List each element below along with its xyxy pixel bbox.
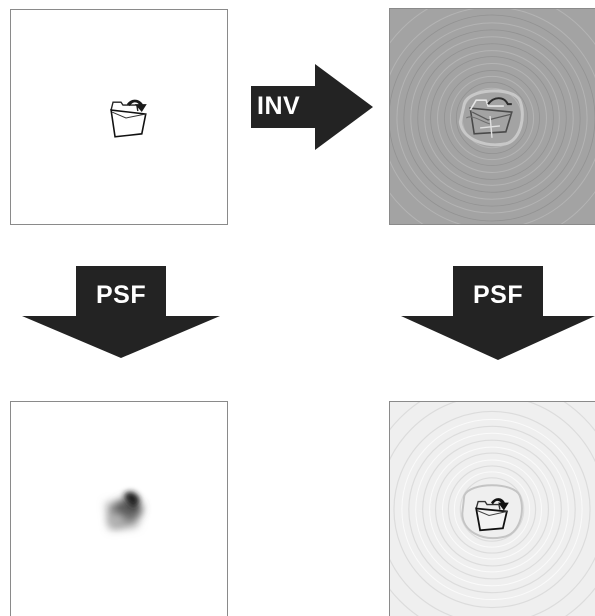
psf-arrow-right-label: PSF (473, 281, 524, 309)
blurred-folder-icon (106, 491, 142, 530)
inverse-filtered-panel (389, 8, 595, 225)
reconstructed-image-panel (389, 401, 595, 616)
psf-arrow-left-label: PSF (96, 281, 147, 309)
folder-icon (110, 99, 147, 138)
down-arrow-icon (22, 266, 220, 358)
blurred-image-panel (10, 401, 228, 616)
folder-icon (461, 484, 523, 540)
inverse-arrow-label: INV (257, 92, 301, 120)
psf-arrow-left: PSF (22, 266, 220, 358)
ringing-pattern (390, 9, 595, 224)
original-image-panel (10, 9, 228, 225)
psf-arrow-right: PSF (401, 266, 595, 360)
right-arrow-icon (251, 64, 373, 150)
inverse-arrow: INV (251, 64, 373, 150)
ringing-pattern (390, 402, 595, 616)
down-arrow-icon (401, 266, 595, 360)
folder-edges (458, 89, 524, 147)
